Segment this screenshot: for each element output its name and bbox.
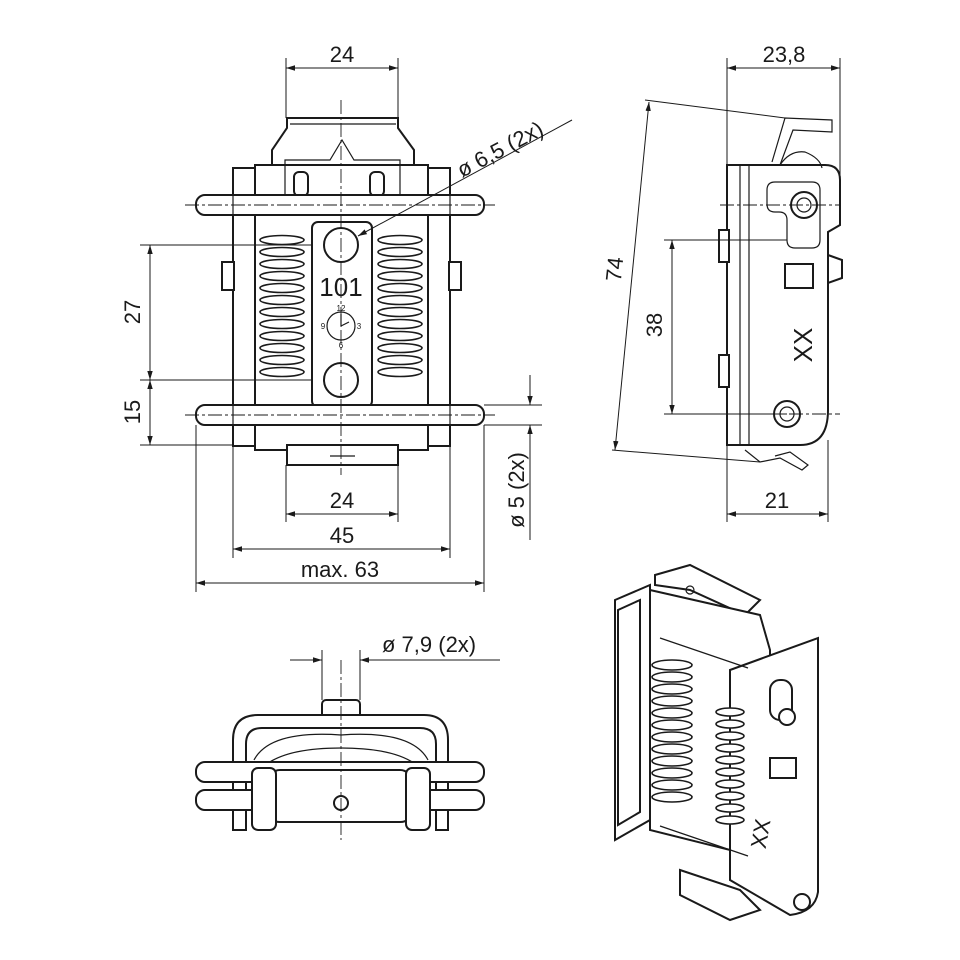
front-view: 101 12 3 6 9: [185, 100, 495, 475]
dial-3: 3: [357, 322, 362, 331]
dim-bottom-pin-diameter: ø 7,9 (2x): [382, 632, 476, 657]
dim-side-bottom-width: 21: [765, 488, 789, 513]
dim-bottom-offset: 15: [120, 400, 145, 424]
dim-top-width: 24: [330, 42, 354, 67]
dim-body-width: 45: [330, 523, 354, 548]
side-view: XX: [718, 117, 843, 471]
dim-side-hole-spacing: 38: [642, 313, 667, 337]
bottom-view: [195, 660, 485, 840]
bottom-dimensions: ø 7,9 (2x): [290, 632, 500, 700]
side-dimensions: 23,8 74 38 21: [601, 42, 841, 522]
iso-left-spring: [651, 659, 693, 803]
dim-hole-spacing: 27: [120, 300, 145, 324]
dim-side-overall-height: 74: [601, 256, 628, 283]
dim-overall-width: max. 63: [301, 557, 379, 582]
dial-6: 6: [339, 341, 344, 350]
variant-code-label: XX: [788, 328, 818, 363]
iso-right-spring: [715, 707, 745, 825]
dial-9: 9: [321, 322, 326, 331]
dim-hole-diameter: ø 6,5 (2x): [453, 116, 548, 182]
dim-bottom-width: 24: [330, 488, 354, 513]
dim-side-top-width: 23,8: [763, 42, 806, 67]
dim-pin-diameter: ø 5 (2x): [504, 452, 529, 528]
iso-variant-code-label: XX: [746, 817, 776, 851]
isometric-view: XX: [614, 563, 819, 922]
